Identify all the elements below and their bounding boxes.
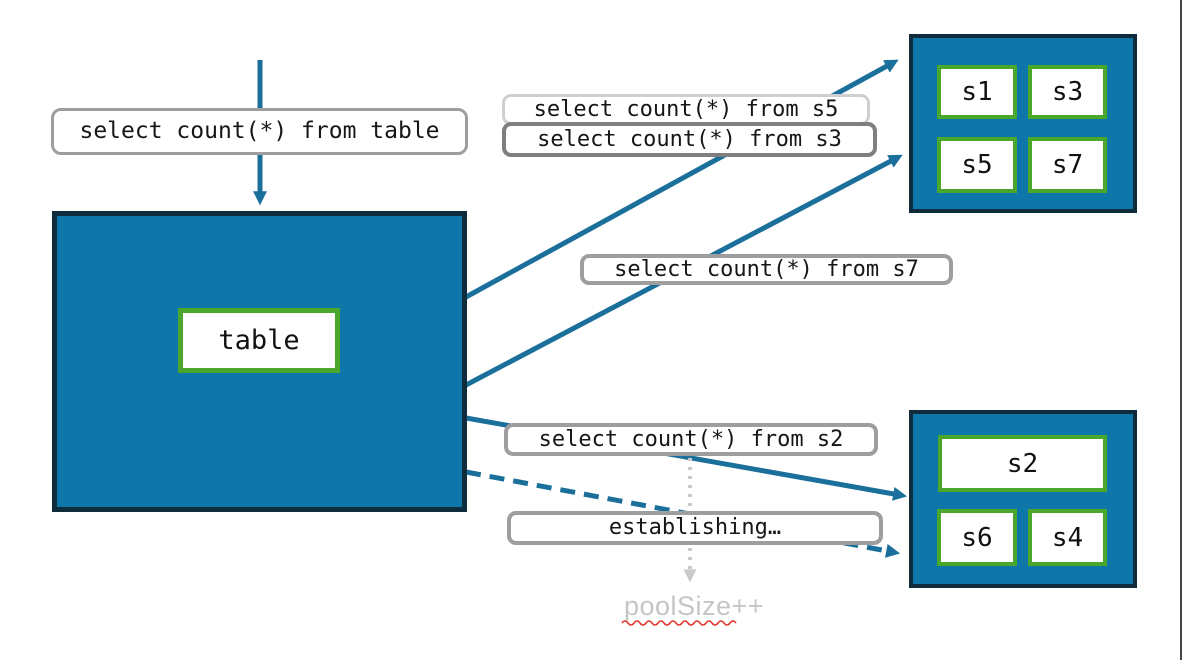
shard-s1-label: s1 xyxy=(961,77,993,107)
query-label-from-s7-text: select count(*) from s7 xyxy=(614,256,919,282)
query-label-from-s5: select count(*) from s5 xyxy=(502,94,870,125)
query-label-from-s2: select count(*) from s2 xyxy=(504,423,878,456)
slide-edge-line xyxy=(1180,0,1182,660)
query-label-establishing-text: establishing… xyxy=(608,515,782,540)
shard-s5: s5 xyxy=(937,137,1017,193)
shard-s7-label: s7 xyxy=(1051,150,1084,180)
table-node-label-text: table xyxy=(218,325,300,356)
shard-s4: s4 xyxy=(1028,509,1107,566)
query-label-from-s3-text: select count(*) from s3 xyxy=(537,126,842,152)
shard-s4-label: s4 xyxy=(1051,522,1084,553)
shard-group-bottom: s2 s6 s4 xyxy=(909,410,1137,588)
query-label-establishing: establishing… xyxy=(507,511,883,545)
query-label-from-s3: select count(*) from s3 xyxy=(502,122,877,157)
poolsize-annotation: poolSize++ xyxy=(623,591,765,621)
shard-s1: s1 xyxy=(937,65,1017,119)
query-label-from-table: select count(*) from table xyxy=(51,108,468,155)
shard-s3-label: s3 xyxy=(1051,77,1084,107)
table-node: table xyxy=(52,211,467,512)
spellcheck-squiggle xyxy=(621,620,737,626)
table-node-label: table xyxy=(178,308,340,373)
shard-s6: s6 xyxy=(937,509,1017,566)
query-label-from-table-text: select count(*) from table xyxy=(79,118,440,144)
shard-s7: s7 xyxy=(1028,137,1107,193)
shard-group-top: s1 s3 s5 s7 xyxy=(909,34,1137,213)
shard-s3: s3 xyxy=(1028,65,1107,119)
shard-s2: s2 xyxy=(938,435,1107,492)
query-label-from-s7: select count(*) from s7 xyxy=(580,254,953,285)
query-label-from-s2-text: select count(*) from s2 xyxy=(538,426,844,452)
shard-s2-label: s2 xyxy=(1006,448,1039,479)
query-label-from-s5-text: select count(*) from s5 xyxy=(533,96,839,122)
shard-s5-label: s5 xyxy=(961,150,993,180)
shard-s6-label: s6 xyxy=(961,522,993,553)
